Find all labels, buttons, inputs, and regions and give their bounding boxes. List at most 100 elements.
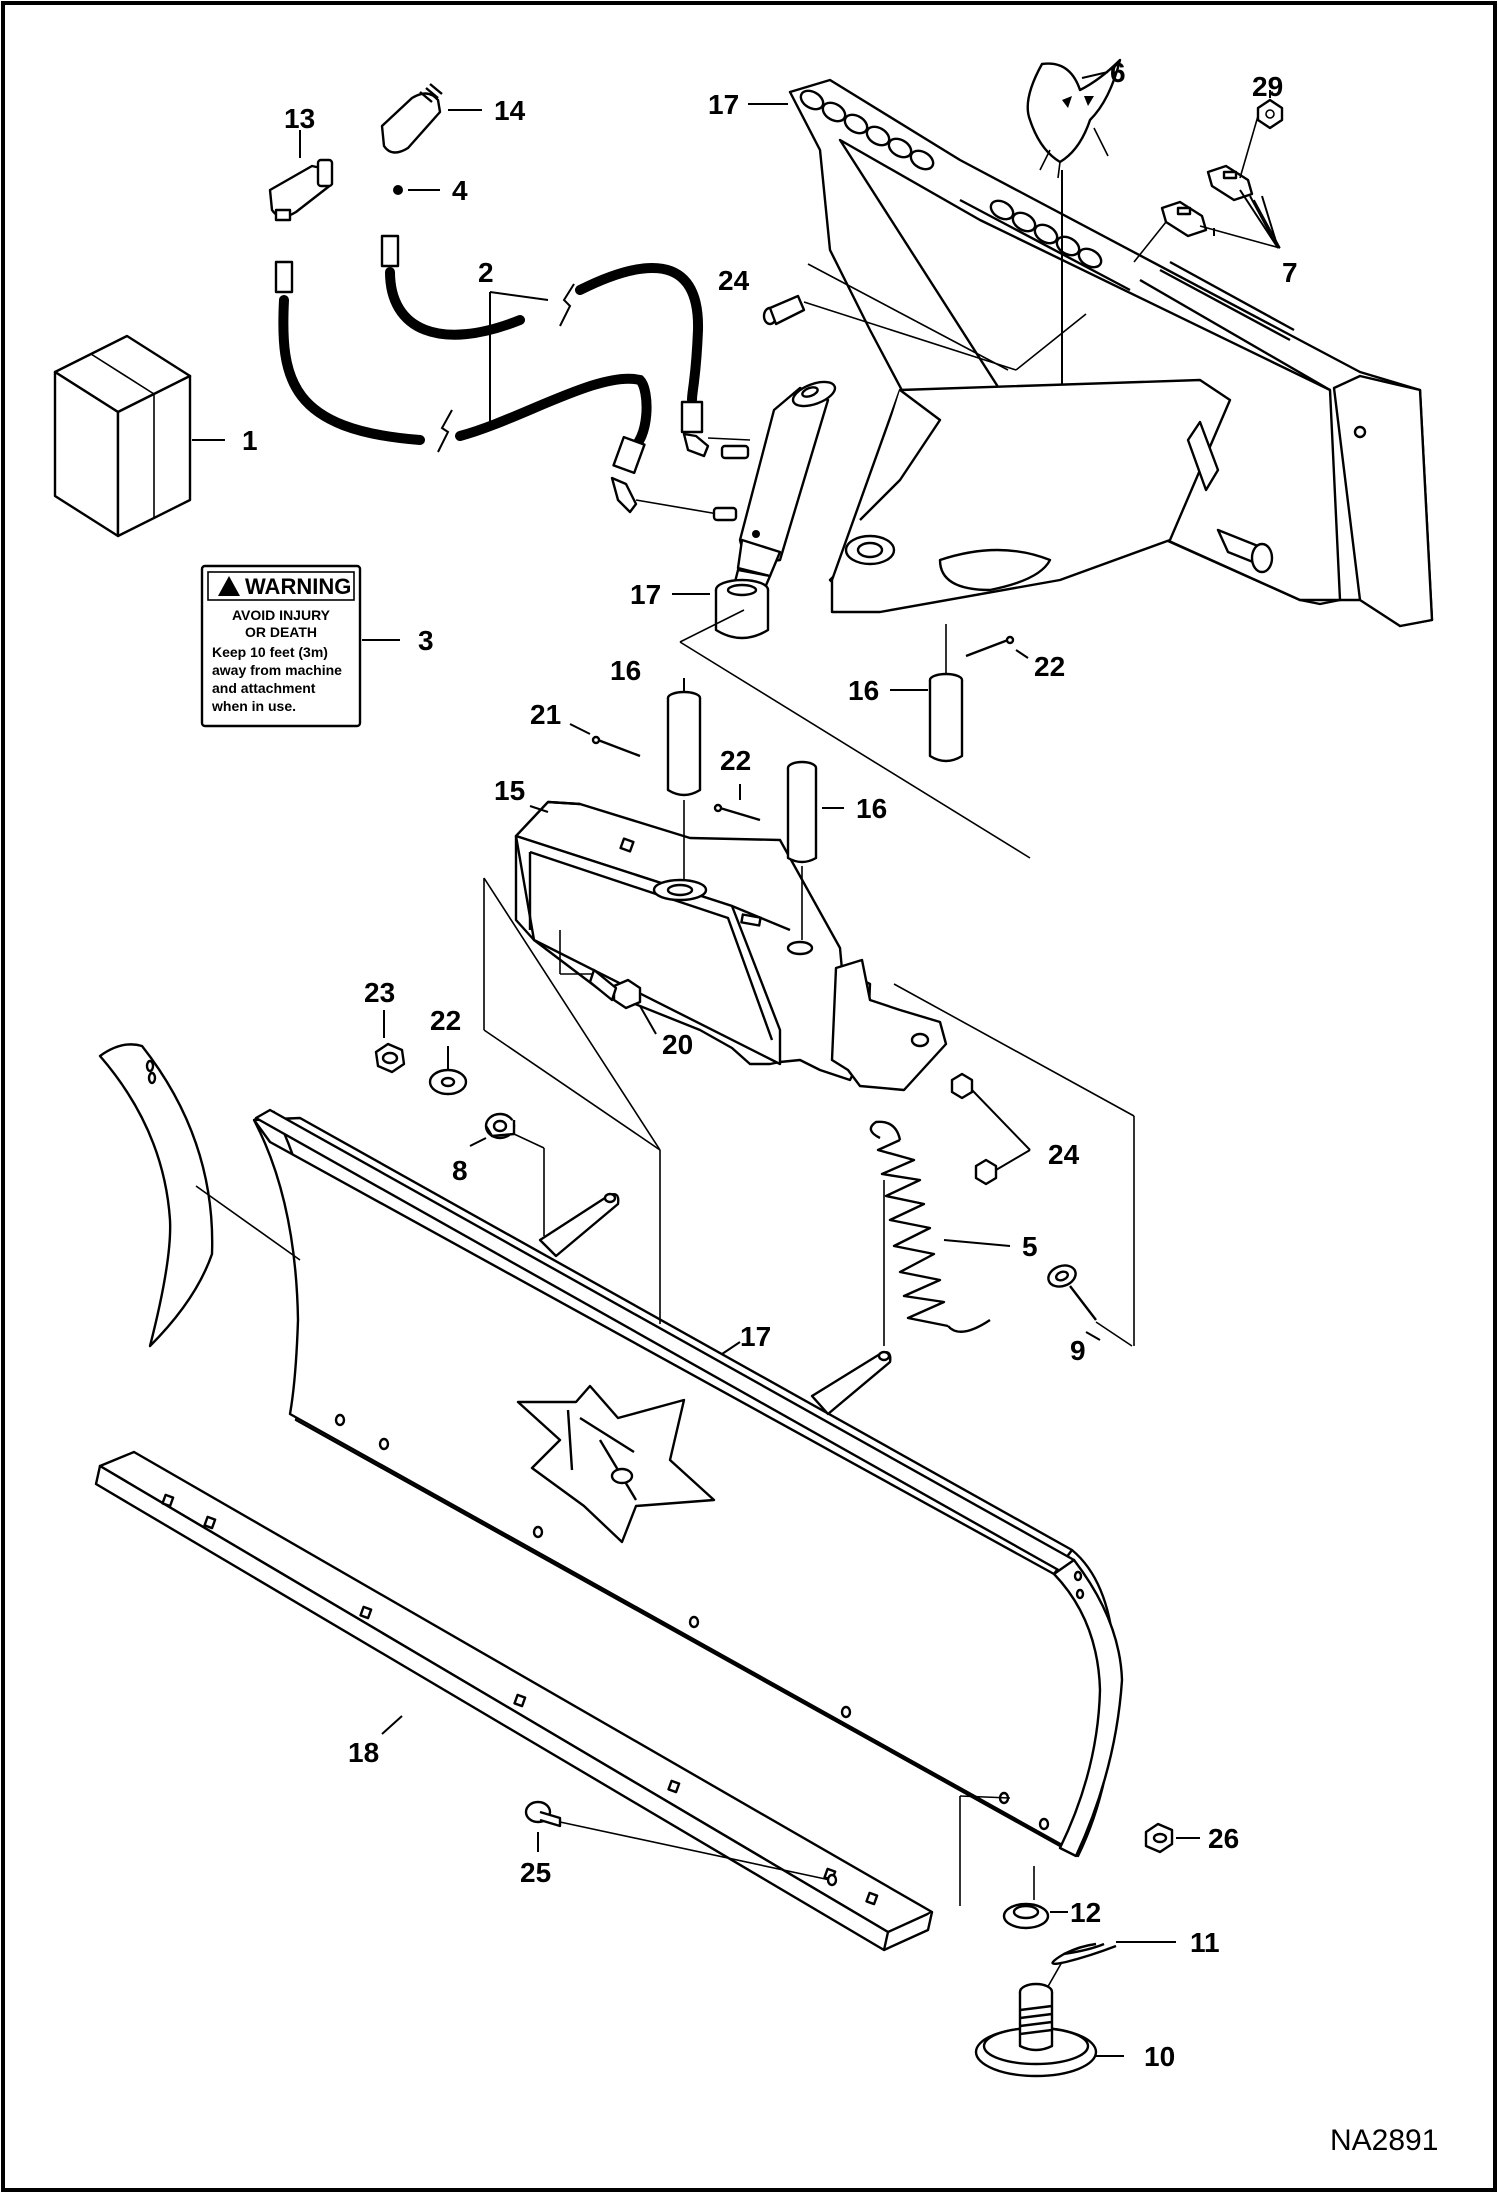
part-6-logo-decal [1026, 58, 1122, 179]
leader-15 [529, 805, 549, 813]
part-16-pin-right [928, 672, 964, 763]
callout-28: 29 [1252, 71, 1283, 102]
callout-23: 22 [430, 1005, 461, 1036]
part-18-blade [252, 1108, 1124, 1858]
leader-7-c [1249, 195, 1279, 249]
part-28-nut [1256, 98, 1284, 130]
callout-17: 17 [708, 89, 739, 120]
leader-7-frame [1133, 221, 1167, 263]
leader-8 [469, 1137, 487, 1147]
leader-end-plate [195, 1185, 301, 1261]
callout-2: 2 [478, 257, 494, 288]
callout-22-right: 22 [1034, 651, 1065, 682]
callout-8: 8 [452, 1155, 468, 1186]
leader-24-c [807, 263, 1009, 371]
part-20-hydraulic-cylinder [712, 380, 837, 640]
leader-24-b [1015, 313, 1087, 371]
part-16-pin-left [666, 690, 702, 797]
part-11-hairpin-clip [1051, 1942, 1117, 1965]
part-12-washer [1002, 1902, 1050, 1930]
leader-9-box [1095, 1321, 1133, 1347]
callout-20: 17 [630, 579, 661, 610]
warning-triangle-icon [218, 576, 240, 596]
callout-27: 24 [1048, 1139, 1080, 1170]
warning-line-3: Keep 10 feet (3m) [212, 644, 328, 660]
callout-13: 13 [284, 103, 315, 134]
callout-6: 6 [1110, 57, 1126, 88]
callout-4: 4 [452, 175, 468, 206]
callout-18: 17 [740, 1321, 771, 1352]
part-1-kit-box [53, 334, 192, 538]
figure-code: NA2891 [1330, 2124, 1438, 2157]
part-17-mount-frame [788, 78, 1434, 628]
part-5-spring [869, 1120, 991, 1333]
part-13-elbow-fitting [268, 158, 334, 222]
part-4-orifice [393, 185, 403, 195]
part-23-washer [428, 1068, 468, 1096]
warning-line-5: and attachment [212, 680, 316, 696]
leader-22-left [569, 723, 591, 735]
part-9-eyebolt [1047, 1264, 1097, 1321]
warning-line-6: when in use. [211, 698, 296, 714]
part-2-hoses [274, 234, 751, 515]
part-26-nut [374, 1042, 406, 1074]
part-25-carriage-bolt [524, 1800, 562, 1828]
leader-2-b [489, 291, 549, 301]
leader-15-box-a [679, 641, 1031, 859]
callout-16-left: 16 [610, 655, 641, 686]
part-22-cotter-right [965, 635, 1015, 658]
leader-18 [721, 1341, 741, 1355]
callout-11: 11 [1190, 1927, 1220, 1958]
part-22-cotter-left [591, 735, 641, 758]
part-29-nut [1144, 1822, 1174, 1854]
leader-9 [1085, 1331, 1101, 1341]
leader-8-line [513, 1133, 545, 1149]
callout-15: 15 [494, 775, 525, 806]
callout-7: 7 [1282, 257, 1298, 288]
part-27-nut-upper [950, 1072, 974, 1100]
callout-5: 5 [1022, 1231, 1038, 1262]
callout-19: 18 [348, 1737, 379, 1768]
leader-19 [381, 1715, 403, 1735]
callout-3: 3 [418, 625, 434, 656]
part-25-bolt-hole [826, 1873, 838, 1887]
callout-16-center: 16 [856, 793, 887, 824]
leader-18-box-c [483, 1029, 661, 1151]
callout-26: 23 [364, 977, 395, 1008]
callout-22-left: 21 [530, 699, 561, 730]
leader-27-a [971, 1089, 1031, 1151]
part-blade-end-plate [98, 1043, 214, 1348]
callout-24: 24 [718, 265, 750, 296]
leader-24 [803, 301, 1017, 371]
leader-15-box-b [679, 609, 745, 643]
callout-10: 10 [1144, 2041, 1175, 2072]
leader-19-edge-b [959, 1795, 1011, 1799]
leader-11-down [1045, 1961, 1063, 1991]
warning-line-2: OR DEATH [245, 624, 317, 640]
part-10-skid-shoe [974, 1982, 1098, 2078]
warning-title: WARNING [245, 574, 351, 599]
leader-27-b [995, 1149, 1031, 1171]
leader-5 [943, 1239, 1011, 1247]
part-21-bolt [588, 968, 642, 1010]
warning-line-4: away from machine [212, 662, 342, 678]
part-27-nut-lower [974, 1158, 998, 1186]
callout-29: 26 [1208, 1823, 1239, 1854]
leader-6 [1081, 71, 1109, 79]
callout-9: 9 [1070, 1335, 1086, 1366]
leader-18-box-a [483, 877, 661, 1151]
part-3-warning-decal: WARNING AVOID INJURY OR DEATH Keep 10 fe… [200, 564, 362, 728]
part-8-spacer [484, 1112, 516, 1140]
part-22-cotter-center [713, 803, 761, 822]
callout-25: 25 [520, 1857, 551, 1888]
leader-9-box-c [893, 983, 1135, 1117]
callout-16-right: 16 [848, 675, 879, 706]
part-24-pin [762, 294, 806, 326]
warning-line-1: AVOID INJURY [232, 607, 331, 623]
leader-25-line [559, 1821, 831, 1881]
part-14-elbow-fitting [380, 83, 443, 154]
leader-22-right [1015, 649, 1029, 659]
part-7-clip-upper [1206, 164, 1254, 202]
callout-12: 12 [1070, 1897, 1101, 1928]
